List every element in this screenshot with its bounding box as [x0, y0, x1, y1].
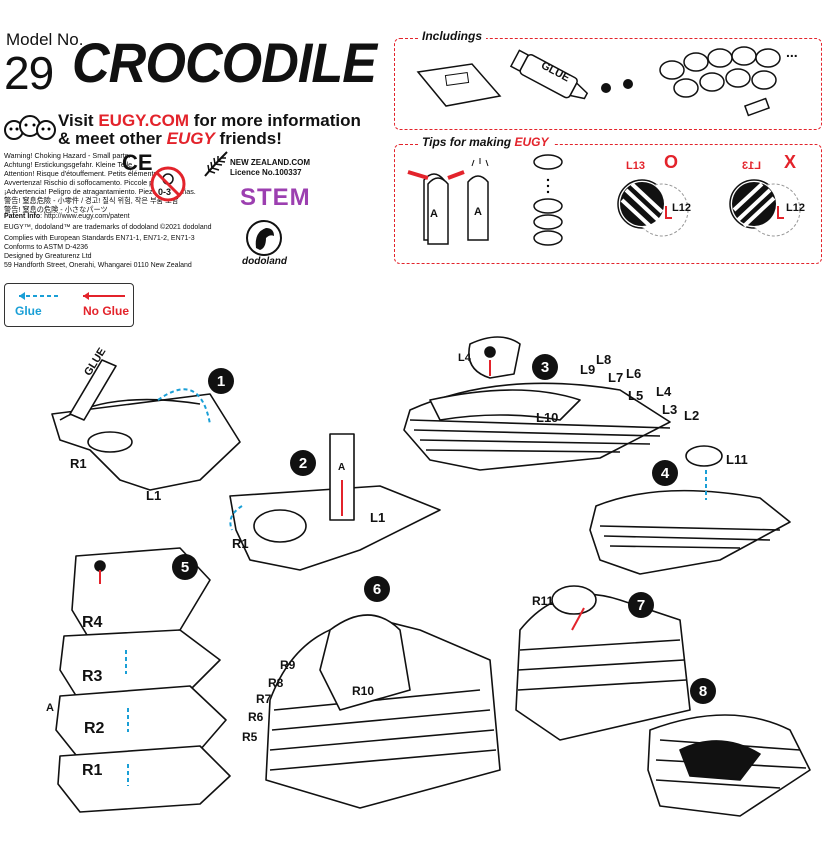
step6-label-r8: R8	[268, 676, 284, 690]
visit-text: Visit EUGY.COM for more information & me…	[58, 111, 361, 148]
step6-label-r6: R6	[248, 710, 264, 724]
step3-label-l6: L6	[626, 366, 642, 381]
step3-label-l10: L10	[536, 410, 559, 425]
step-badge-4: 4	[652, 460, 678, 486]
assembly-steps-illustration	[51, 336, 811, 817]
trademark-text: EUGY™, dodoland™ are trademarks of dodol…	[4, 224, 212, 231]
step6-label-r5: R5	[242, 730, 258, 744]
step3-label-l9: L9	[580, 362, 596, 377]
page-title: CROCODILE	[72, 31, 377, 94]
legend-no-glue: No Glue	[83, 304, 130, 318]
tips-title: Tips for making EUGY	[418, 135, 553, 149]
standards-text: Complies with European Standards EN71-1,…	[4, 235, 195, 251]
tip-tab-label-a: A	[430, 208, 438, 220]
step-badge-3: 3	[532, 354, 558, 380]
tip-wrong-mark: X	[784, 152, 797, 172]
legend-arrows	[19, 292, 125, 300]
step6-label-r10: R10	[352, 684, 375, 698]
patent-info: Patent Info: http://www.eugy.com/patent	[4, 213, 130, 220]
step2-label-a: A	[338, 462, 346, 473]
eugy-link[interactable]: EUGY.COM	[98, 111, 190, 130]
glue-legend: Glue No Glue	[4, 283, 134, 327]
includings-box	[394, 38, 822, 130]
designer-text: Designed by Greaturenz Ltd 59 Handforth …	[4, 253, 192, 269]
step1-label-r1: R1	[70, 456, 87, 471]
tip-tab-label-b: A	[474, 206, 482, 218]
no-baby-icon	[150, 166, 186, 202]
step-badge-7: 7	[628, 592, 654, 618]
step2-label-r1: R1	[232, 536, 249, 551]
tip-bad-l12: L12	[786, 202, 805, 214]
step3-label-l3: L3	[662, 402, 678, 417]
step6-label-r9: R9	[280, 658, 296, 672]
step3-label-l5: L5	[628, 388, 644, 403]
step-badge-8: 8	[690, 678, 716, 704]
step5-label-r3: R3	[82, 668, 103, 685]
step3-label-l7: L7	[608, 370, 624, 385]
nz-licence: NEW ZEALAND.COM Licence No.100337	[230, 158, 310, 177]
more-parts-ellipsis: ...	[786, 44, 798, 60]
model-label: Model No.	[6, 30, 84, 49]
includings-illustration	[416, 46, 781, 117]
step-badge-6: 6	[364, 576, 390, 602]
model-number: 29	[4, 47, 54, 99]
tip-ok-l12: L12	[672, 202, 691, 214]
tip-bad-l13: L13	[742, 160, 761, 172]
fern-icon	[204, 151, 228, 177]
step-badge-5: 5	[172, 554, 198, 580]
step2-label-l1: L1	[370, 510, 386, 525]
step6-label-r7: R7	[256, 692, 272, 706]
step3-callout-l4: L4	[458, 352, 471, 364]
eugy-faces-logo	[4, 115, 56, 140]
step4-label-l11: L11	[726, 452, 748, 467]
step-badge-2: 2	[290, 450, 316, 476]
stem-logo: STEM	[240, 184, 311, 211]
tip-correct-mark: O	[664, 152, 679, 172]
step5-label-r1: R1	[82, 762, 103, 779]
step-badge-1: 1	[208, 368, 234, 394]
step3-label-l2: L2	[684, 408, 700, 423]
legend-glue: Glue	[15, 304, 42, 318]
step5-label-r4: R4	[82, 614, 103, 631]
dodoland-logo-text: dodoland	[242, 256, 287, 267]
tips-illustration	[407, 154, 801, 246]
tips-box	[394, 144, 822, 264]
step3-label-l4: L4	[656, 384, 672, 399]
dodoland-bird-icon	[246, 220, 282, 256]
step1-label-l1: L1	[146, 488, 162, 503]
warning-list: Warning! Choking Hazard - Small parts. A…	[4, 151, 196, 214]
ce-mark: CE	[122, 150, 153, 175]
step7-label-r11: R11	[532, 594, 554, 608]
age-warning-badge: 0-3	[150, 166, 186, 202]
tip-ok-l13: L13	[626, 160, 645, 172]
step5-label-a: A	[46, 702, 54, 714]
step5-label-r2: R2	[84, 720, 105, 737]
includings-title: Includings	[418, 29, 486, 43]
step3-label-l8: L8	[596, 352, 612, 367]
